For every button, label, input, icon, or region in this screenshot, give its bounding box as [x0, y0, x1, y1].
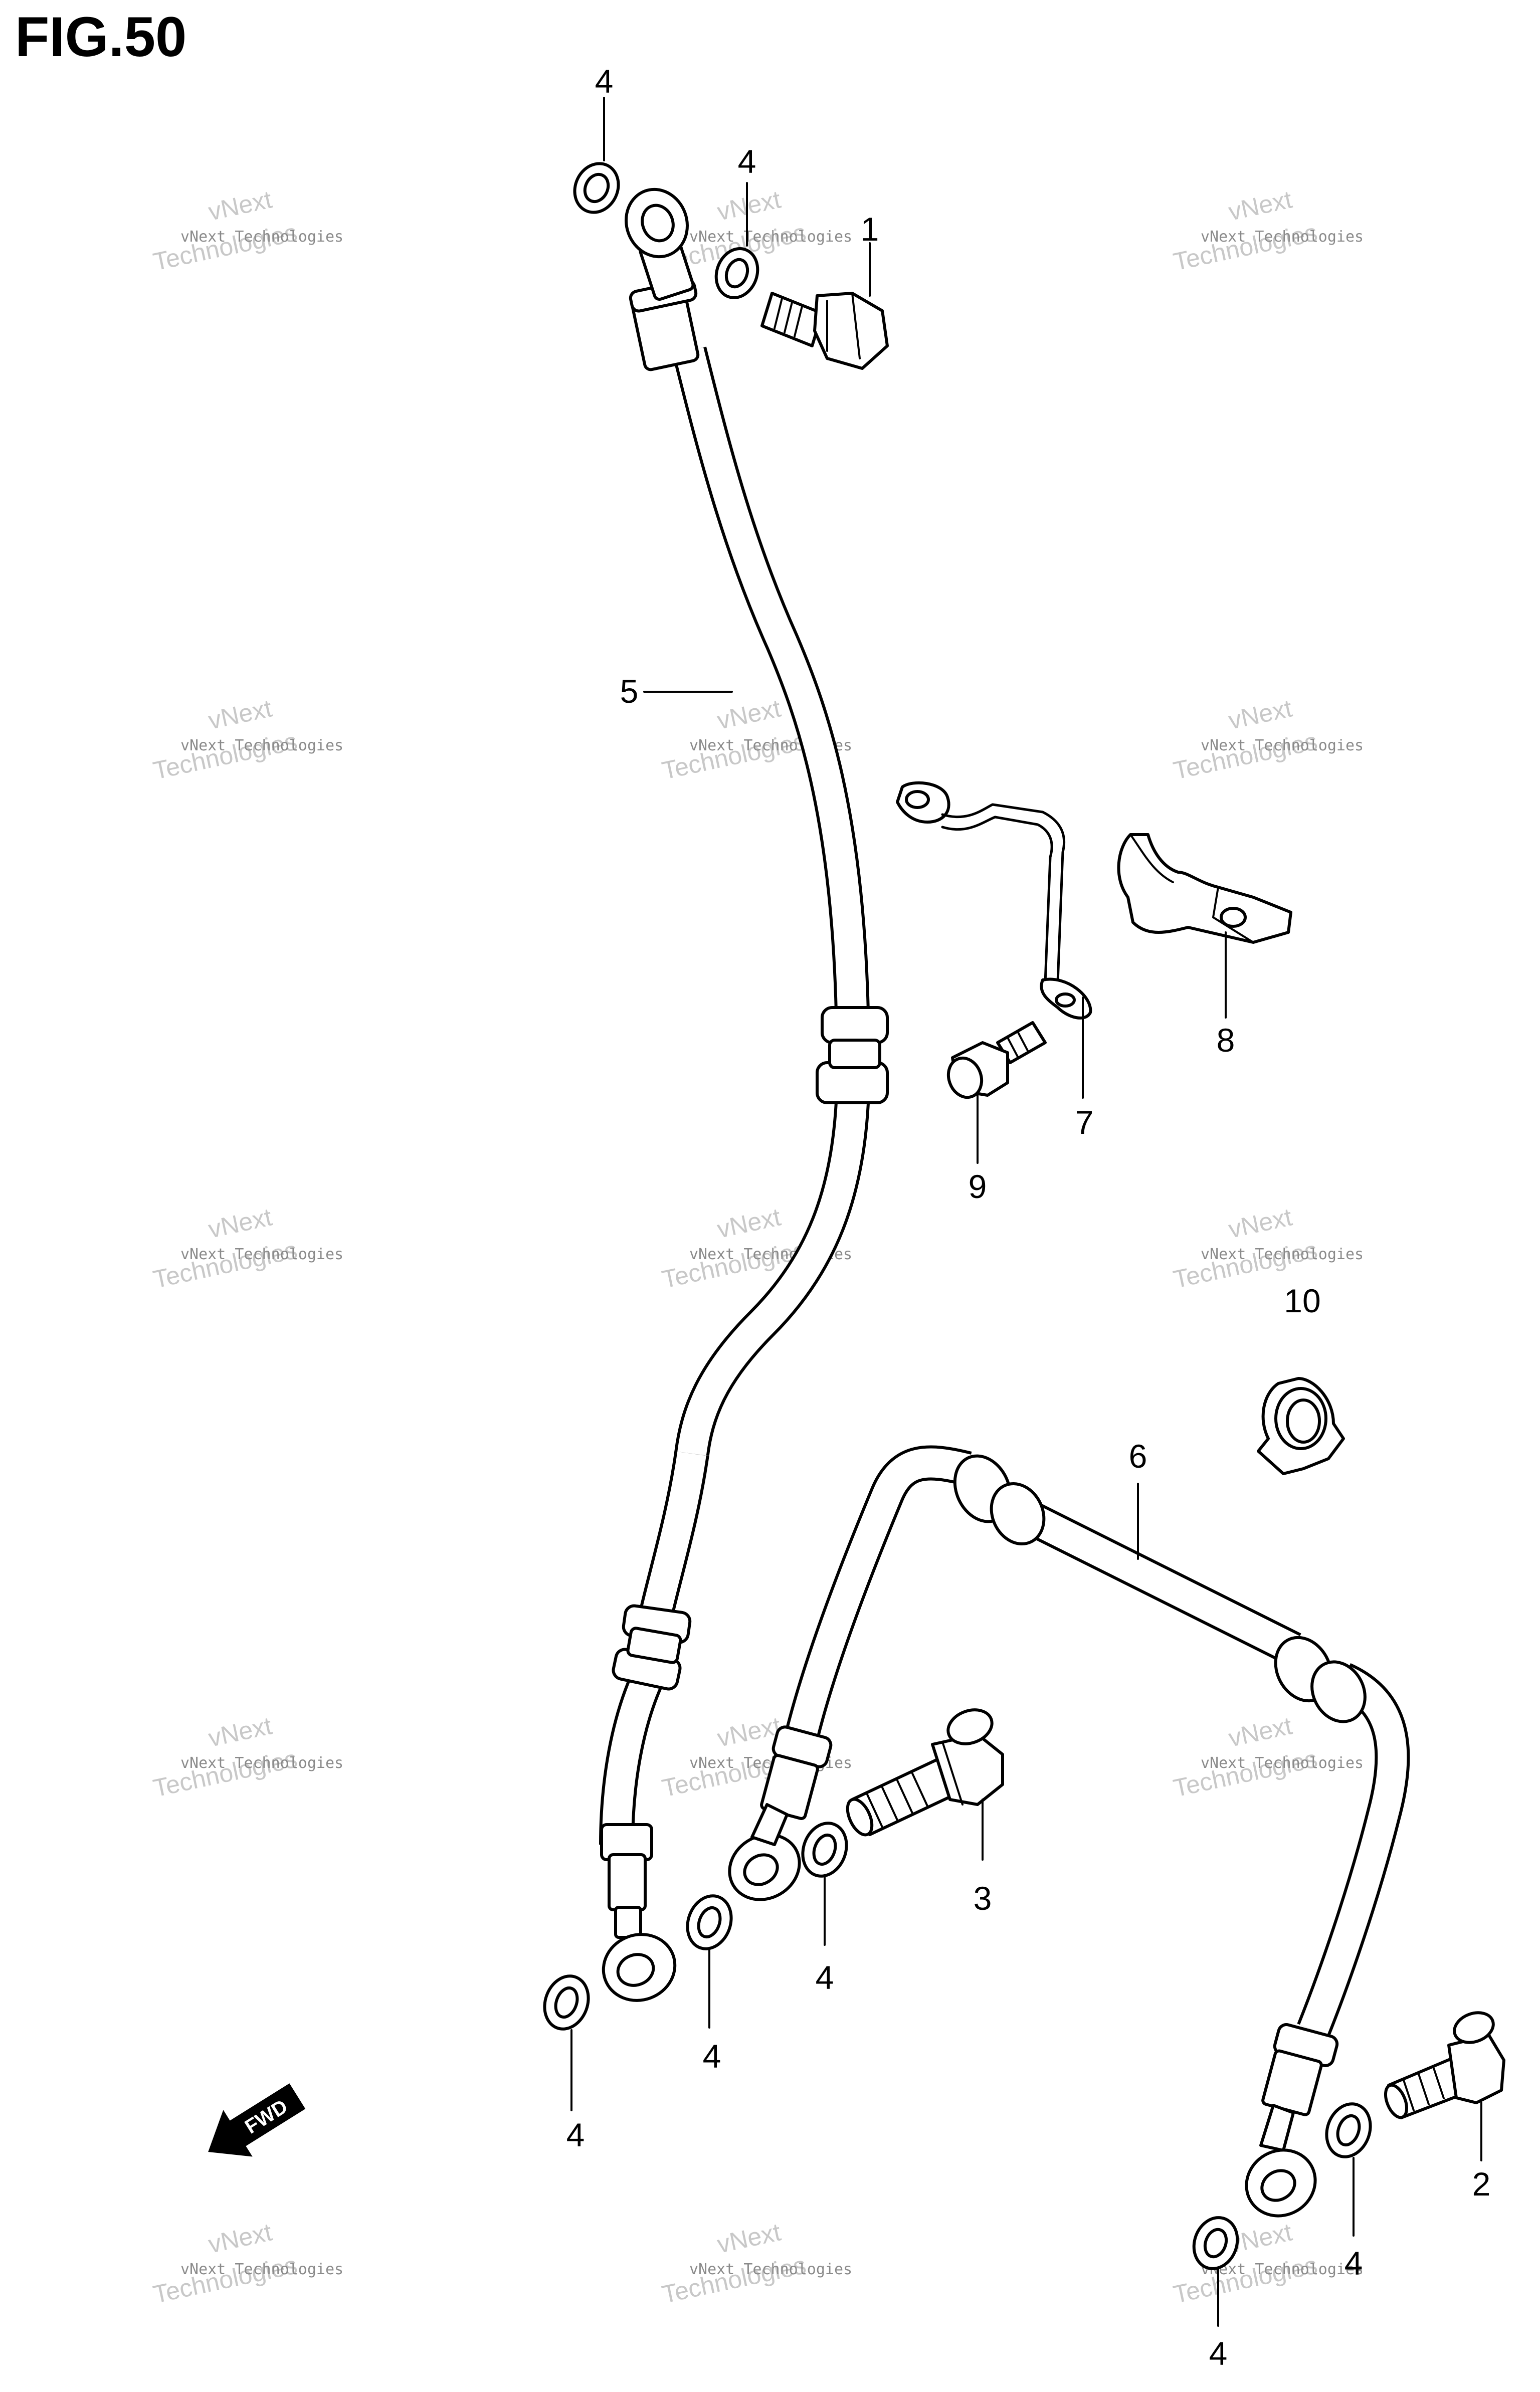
- watermark-logo-line2: Technologies: [151, 727, 300, 784]
- callout-4-lower-mid: 4: [703, 2038, 721, 2075]
- watermark-logo-line2: Technologies: [151, 2251, 300, 2308]
- watermark-logo-line1: vNext: [206, 1203, 275, 1243]
- watermark-logo-line1: vNext: [715, 694, 784, 734]
- callout-3: 3: [974, 1880, 992, 1917]
- callout-6: 6: [1129, 1438, 1147, 1475]
- callout-8: 8: [1217, 1022, 1235, 1059]
- watermark-logo-line2: Technologies: [660, 2251, 809, 2308]
- watermark-logo-line1: vNext: [1226, 1203, 1295, 1243]
- bolt-9[interactable]: [943, 1021, 1047, 1102]
- watermark-text: vNext Technologies: [180, 1246, 343, 1263]
- washer-4-mid[interactable]: [796, 1817, 854, 1882]
- watermark-logo-line1: vNext: [715, 2218, 784, 2258]
- brake-hose-5[interactable]: [594, 181, 889, 2011]
- watermark-text: vNext Technologies: [180, 228, 343, 246]
- callout-9: 9: [969, 1168, 987, 1205]
- watermark-logo-line1: vNext: [206, 185, 275, 226]
- callout-4-mid: 4: [816, 1959, 834, 1996]
- callout-10: 10: [1284, 1282, 1320, 1319]
- watermark-logo-line2: Technologies: [151, 1744, 300, 1802]
- watermark-logo-line1: vNext: [715, 1203, 784, 1243]
- fwd-arrow: FWD: [208, 2083, 306, 2157]
- union-bolt-1[interactable]: [760, 292, 889, 370]
- hose-clamp-10[interactable]: [1257, 1377, 1345, 1475]
- callout-5: 5: [620, 673, 639, 710]
- washer-4-bottom[interactable]: [1187, 2212, 1245, 2275]
- watermark-logo-line1: vNext: [206, 2218, 275, 2258]
- watermark-logo-line1: vNext: [715, 185, 784, 226]
- watermark-logo-line1: vNext: [206, 694, 275, 734]
- washer-4-top[interactable]: [709, 243, 764, 303]
- watermark-text: vNext Technologies: [1201, 1754, 1364, 1772]
- union-bolt-3[interactable]: [843, 1704, 1004, 1839]
- washer-4-bottom-right[interactable]: [1319, 2098, 1378, 2163]
- leader-lines: [570, 97, 1482, 2327]
- watermark-text: vNext Technologies: [180, 1754, 343, 1772]
- brake-hose-6[interactable]: [718, 1445, 1410, 2228]
- watermark-text: vNext Technologies: [689, 228, 852, 246]
- callout-4-top-left: 4: [595, 63, 614, 100]
- callout-4-bottom-left: 4: [566, 2116, 585, 2153]
- washer-4-lower-mid[interactable]: [680, 1890, 738, 1955]
- watermark-text: vNext Technologies: [1201, 228, 1364, 246]
- hose-clamp-8[interactable]: [1117, 833, 1292, 944]
- watermark-logo-line1: vNext: [1226, 694, 1295, 734]
- watermark-logo-line2: Technologies: [1171, 727, 1320, 784]
- watermark-logo-line2: Technologies: [151, 1236, 300, 1293]
- callouts: 4 4 1 5 7 8 9 10 6 3 4 4 4 2 4 4: [566, 63, 1491, 2372]
- watermark-text: vNext Technologies: [180, 2261, 343, 2278]
- watermark-text: vNext Technologies: [689, 2261, 852, 2278]
- watermark-logo-line1: vNext: [1226, 185, 1295, 226]
- callout-4-bottom: 4: [1209, 2335, 1228, 2372]
- washer-4-bottom-left[interactable]: [537, 1970, 596, 2035]
- watermark-logo-line2: Technologies: [1171, 2251, 1320, 2308]
- watermark-logo-line2: Technologies: [151, 218, 300, 276]
- washer-4-top-left[interactable]: [567, 156, 626, 220]
- watermark-text: vNext Technologies: [180, 737, 343, 754]
- watermark-logo-line1: vNext: [1226, 1711, 1295, 1752]
- watermark-text: vNext Technologies: [1201, 737, 1364, 754]
- watermark-logo-line1: vNext: [206, 1711, 275, 1752]
- union-bolt-2[interactable]: [1382, 2008, 1505, 2120]
- callout-1: 1: [861, 211, 879, 248]
- callout-7: 7: [1075, 1104, 1094, 1141]
- callout-4-top: 4: [738, 143, 756, 180]
- watermark-logo-line2: Technologies: [1171, 218, 1320, 276]
- callout-2: 2: [1472, 2165, 1491, 2203]
- watermark-text: vNext Technologies: [1201, 1246, 1364, 1263]
- watermark-logo-line2: Technologies: [1171, 1744, 1320, 1802]
- watermark-logo-line2: Technologies: [660, 727, 809, 784]
- figure-title: FIG.50: [15, 6, 186, 68]
- callout-4-bottom-right: 4: [1344, 2245, 1363, 2282]
- wire-clamp-7[interactable]: [896, 781, 1092, 1020]
